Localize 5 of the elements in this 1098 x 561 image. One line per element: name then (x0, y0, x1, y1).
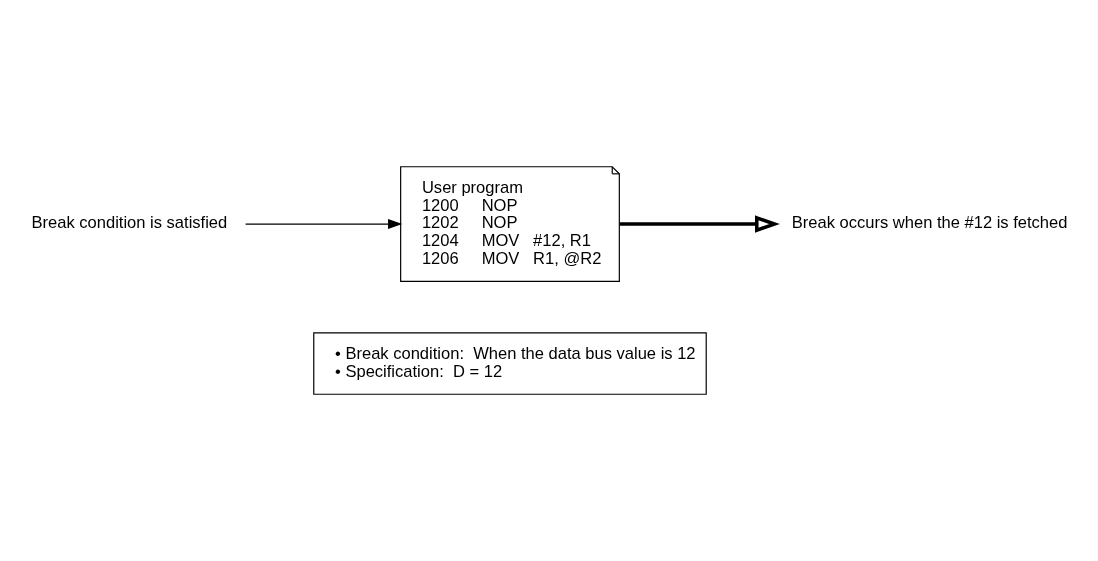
arrow (619, 215, 780, 233)
arrow (245, 219, 403, 230)
node-text: Break condition is satisfied (31, 213, 228, 233)
node-text: Break occurs when the #12 is fetched (791, 213, 1068, 233)
node-box: • Break condition: When the data bus value is 12 • Specification: D = 12 (313, 332, 707, 395)
